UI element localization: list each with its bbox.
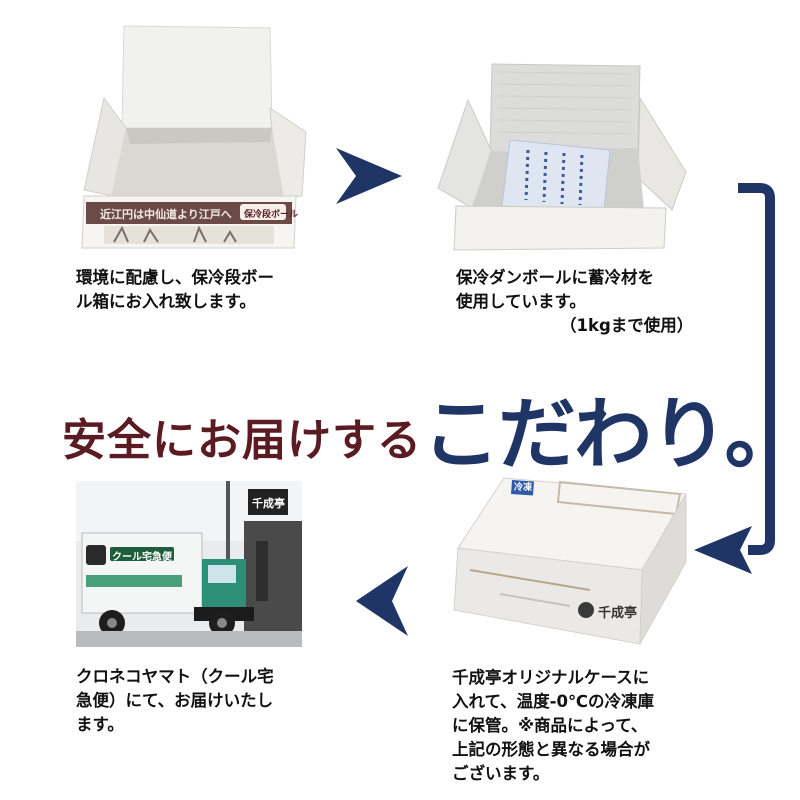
case-tag-text: 冷凍: [514, 483, 533, 493]
photo-company-case: 冷凍 千成亭: [440, 474, 694, 656]
photo-delivery-truck: クール宅急便 千成亭: [76, 481, 302, 647]
caption-step4: クロネコヤマト（クール宅 急便）にて、お届けいたし ます。: [76, 667, 274, 734]
photo-ice-pack-box: [432, 60, 694, 252]
arrow-left-icon: [356, 566, 408, 636]
headline-part1: 安全にお届けする: [62, 415, 422, 466]
arrow-right-icon: [336, 148, 402, 204]
store-sign-text: 千成亭: [252, 497, 285, 510]
bracket-connector-icon: [694, 183, 775, 574]
caption-step1: 環境に配慮し、保冷段ボー ル箱にお入れ致します。: [76, 268, 274, 311]
headline-part2: こだわり。: [422, 389, 800, 480]
case-brand-text: 千成亭: [598, 606, 638, 621]
caption-step2: 保冷ダンボールに蓄冷材を 使用しています。: [456, 268, 654, 311]
box-banner-text: 近江円は中仙道より江戸へ: [100, 208, 232, 221]
truck-label-text: クール宅急便: [112, 552, 172, 563]
headline: 安全にお届けするこだわり。: [62, 366, 800, 480]
box-label-text: 保冷段ボール: [244, 210, 299, 220]
caption-step2-note: （1kgまで使用）: [560, 316, 694, 335]
photo-open-box: 近江円は中仙道より江戸へ 保冷段ボール: [74, 20, 314, 250]
caption-step3: 千成亭オリジナルケースに 入れて、温度-0℃の冷凍庫 に保管。※商品によって、 …: [452, 668, 654, 783]
